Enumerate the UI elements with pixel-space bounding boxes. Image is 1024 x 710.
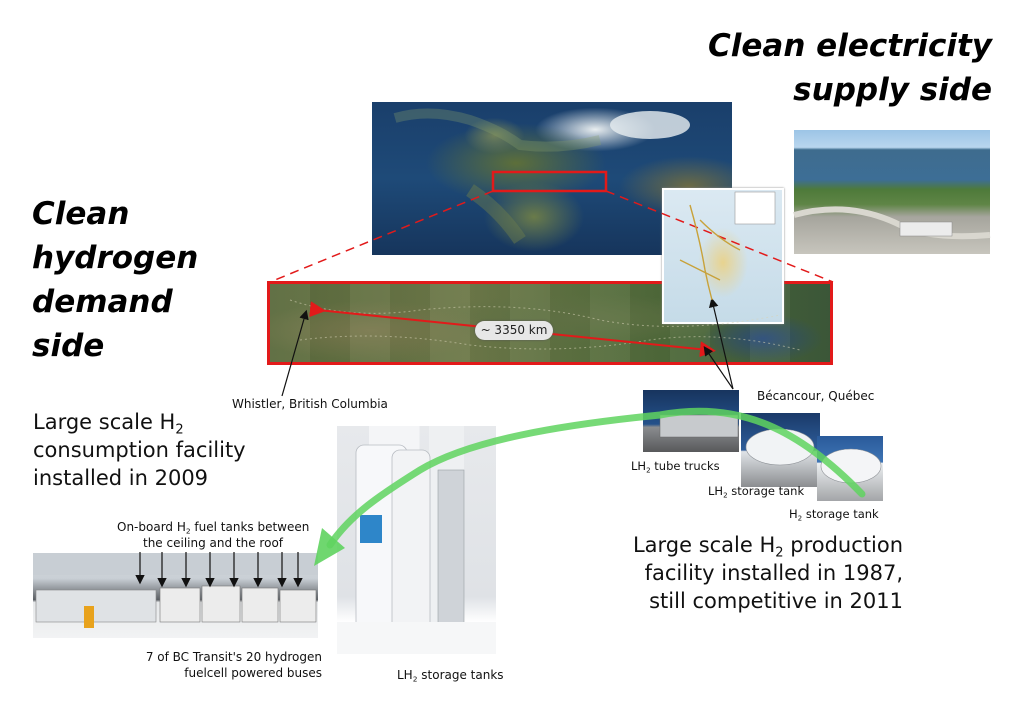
onboard-tanks-caption: On-board H2 fuel tanks between the ceili… bbox=[117, 519, 309, 551]
supply-title-line: supply side bbox=[793, 72, 992, 108]
consumption-line-2: consumption facility bbox=[33, 438, 246, 462]
subscript: 2 bbox=[723, 490, 728, 500]
demand-title-line: side bbox=[32, 328, 105, 364]
consumption-facility-text: Large scale H2 consumption facility inst… bbox=[33, 408, 246, 492]
onboard-tank-arrows bbox=[135, 552, 303, 588]
supply-side-title: Clean electricity supply side bbox=[672, 24, 992, 112]
consumption-line-3: installed in 2009 bbox=[33, 466, 209, 490]
quebec-map-lines bbox=[679, 204, 741, 301]
subscript: 2 bbox=[646, 465, 651, 475]
storage-tanks-caption: LH2 storage tanks bbox=[397, 667, 504, 683]
h2-storage-tank-caption: H2 storage tank bbox=[789, 507, 879, 522]
subscript: 2 bbox=[185, 526, 191, 536]
hydrogen-flow-arrowhead bbox=[314, 528, 345, 566]
dam-details bbox=[793, 206, 991, 240]
tube-trailer bbox=[659, 414, 739, 438]
zoom-region-box bbox=[491, 170, 608, 193]
production-line-1: Large scale H2 production bbox=[632, 531, 903, 561]
caption-text: storage tank bbox=[802, 507, 879, 521]
subscript: 2 bbox=[412, 674, 418, 684]
tube-trucks-caption: LH2 tube trucks bbox=[631, 459, 720, 474]
lh2-storage-tank-caption: LH2 storage tank bbox=[708, 484, 804, 499]
demand-title-line: hydrogen bbox=[32, 240, 199, 276]
caption-text: storage tank bbox=[727, 484, 805, 498]
hydrogen-flow-arrow bbox=[326, 407, 866, 549]
caption-text: H bbox=[789, 507, 798, 521]
bus-photo-details bbox=[33, 553, 318, 628]
production-line-1-text: Large scale H bbox=[632, 533, 776, 557]
onboard-line-1-rest: fuel tanks between bbox=[190, 520, 310, 534]
zoom-guide-left bbox=[269, 190, 494, 283]
caption-text: LH bbox=[397, 668, 413, 682]
production-line-1-rest: production bbox=[783, 533, 903, 557]
demand-side-title: Clean hydrogen demand side bbox=[32, 192, 252, 368]
demand-title-line: demand bbox=[32, 284, 173, 320]
production-line-3: still competitive in 2011 bbox=[649, 589, 903, 613]
consumption-line-1: Large scale H2 bbox=[33, 408, 246, 438]
production-facility-text: Large scale H2 production facility insta… bbox=[633, 531, 903, 615]
demand-title-line: Clean bbox=[32, 196, 130, 232]
onboard-line-2: the ceiling and the roof bbox=[143, 536, 284, 550]
tank-photo-details bbox=[337, 444, 496, 654]
becancour-pointer-quebec bbox=[708, 297, 734, 390]
onboard-line-1: On-board H2 fuel tanks between bbox=[117, 519, 309, 535]
production-line-2: facility installed in 1987, bbox=[644, 561, 903, 585]
becancour-label: Bécancour, Québec bbox=[757, 389, 875, 403]
quebec-map-legend bbox=[734, 191, 776, 225]
caption-text: storage tanks bbox=[417, 668, 504, 682]
map-details bbox=[393, 108, 690, 244]
subscript: 2 bbox=[175, 422, 184, 438]
buses-line-2: fuelcell powered buses bbox=[184, 666, 322, 680]
subscript: 2 bbox=[775, 545, 784, 561]
consumption-line-1-text: Large scale H bbox=[33, 410, 176, 434]
buses-caption: 7 of BC Transit's 20 hydrogen fuelcell p… bbox=[120, 649, 322, 681]
whistler-pointer bbox=[281, 309, 309, 397]
caption-text: LH bbox=[631, 459, 647, 473]
caption-text: LH bbox=[708, 484, 724, 498]
becancour-pointer-map bbox=[703, 346, 734, 390]
whistler-label: Whistler, British Columbia bbox=[232, 397, 388, 411]
buses-line-1: 7 of BC Transit's 20 hydrogen bbox=[145, 650, 322, 664]
subscript: 2 bbox=[797, 513, 803, 523]
onboard-line-1-text: On-board H bbox=[117, 520, 186, 534]
caption-text: tube trucks bbox=[650, 459, 720, 473]
supply-title-line: Clean electricity bbox=[708, 28, 992, 64]
distance-label: ~ 3350 km bbox=[475, 321, 553, 340]
